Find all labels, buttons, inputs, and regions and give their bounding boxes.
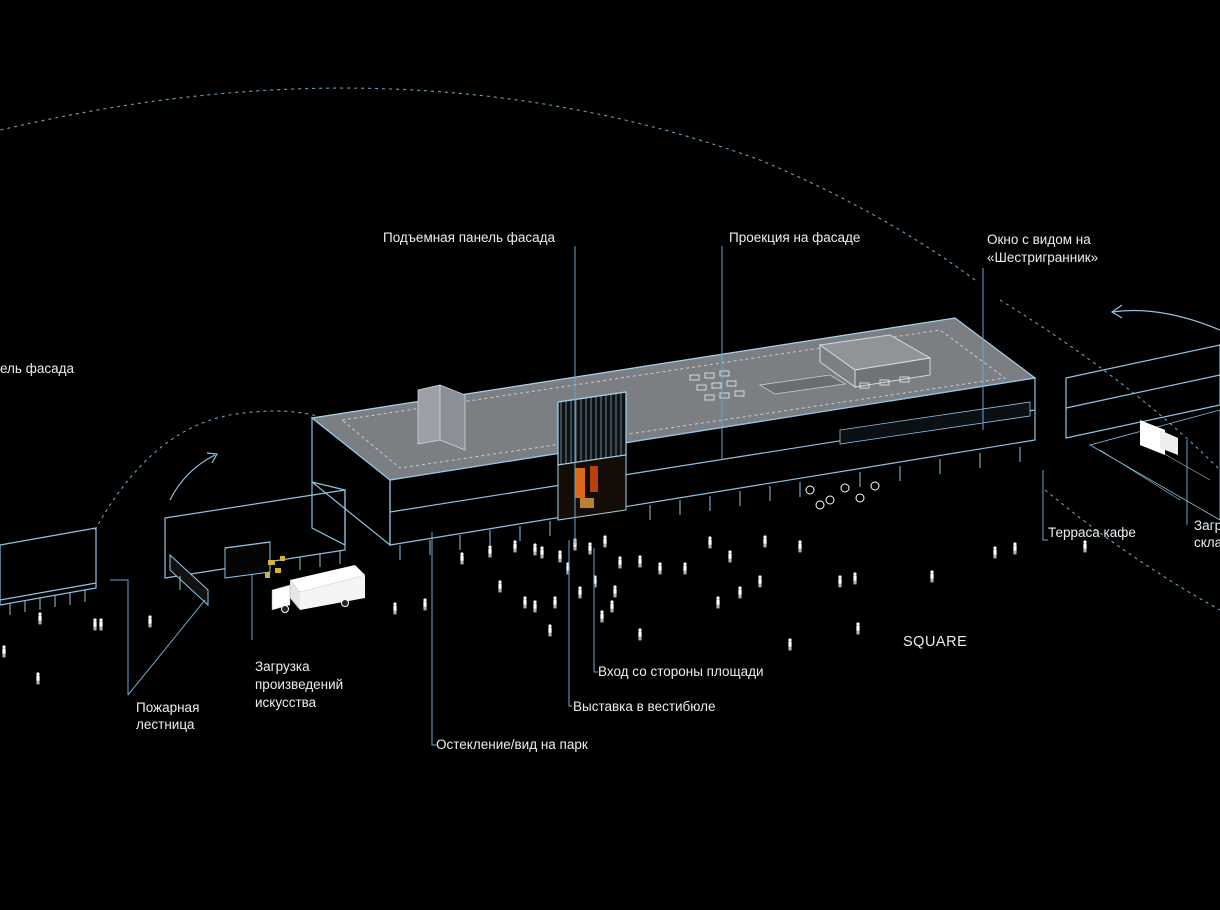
truck-loading (271, 565, 365, 613)
label-window-view-line2: «Шестригранник» (987, 250, 1098, 265)
label-art-loading-line1: Загрузка (255, 659, 310, 674)
arrow-left (169, 452, 218, 501)
label-lift-panel: Подъемная панель фасада (383, 230, 555, 245)
fire-stair-block (164, 489, 346, 607)
dashed-arc-mid (1044, 489, 1220, 611)
dashed-arc-right (999, 299, 1220, 471)
label-art-loading-line3: искусства (255, 695, 317, 710)
dashed-arc-left (94, 410, 331, 531)
label-facade-panel-left: ель фасада (0, 361, 74, 376)
label-cafe-terrace: Терраса кафе (1048, 525, 1136, 540)
lobby-exhibition (575, 466, 598, 508)
label-art-loading-line2: произведений (255, 677, 343, 692)
label-window-view-line1: Окно с видом на (987, 232, 1091, 247)
label-warehouse-line1: Загр (1194, 518, 1220, 533)
main-building (310, 317, 1037, 560)
left-facade-block (0, 527, 97, 615)
label-lobby-exhibition: Выставка в вестибюле (573, 699, 716, 714)
label-square-entrance: Вход со стороны площади (598, 664, 764, 679)
lift-panel-tower (557, 391, 627, 466)
label-projection: Проекция на фасаде (729, 230, 860, 245)
art-pieces (265, 556, 285, 578)
dashed-arc-top (0, 87, 976, 281)
arrow-right (1110, 304, 1220, 331)
truck-warehouse (1140, 420, 1178, 455)
label-fire-stair-line2: лестница (136, 717, 195, 732)
cafe-terrace (805, 481, 880, 510)
label-glazing: Остекление/вид на парк (436, 737, 588, 752)
label-fire-stair-line1: Пожарная (136, 700, 199, 715)
label-square: SQUARE (903, 634, 967, 650)
leader-lines (110, 246, 1188, 746)
label-warehouse-line2: скла (1194, 535, 1220, 550)
